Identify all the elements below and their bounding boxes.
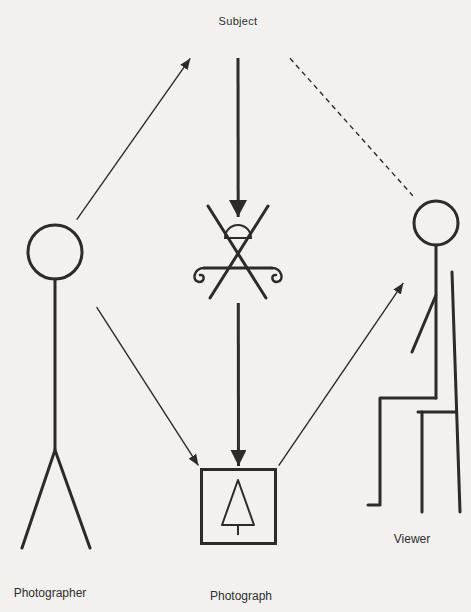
figure-label: Photographer: [14, 586, 87, 600]
dashed-link: [290, 58, 413, 196]
flow-arrow: [77, 58, 191, 219]
figure-label: Viewer: [394, 532, 430, 546]
head: [414, 201, 458, 245]
viewer-node: Viewer: [405, 198, 466, 528]
camera-bar: [204, 267, 272, 270]
viewer-figure: [368, 201, 460, 512]
arm: [412, 295, 436, 352]
scroll-curl: [194, 268, 204, 282]
ground-patch: [188, 217, 288, 303]
subject-node: Subject: [188, 6, 288, 56]
body: [435, 245, 438, 398]
tree-crown: [222, 480, 254, 525]
head: [28, 225, 82, 279]
photograph-box: Photograph: [200, 468, 277, 545]
chair-back: [452, 272, 460, 512]
figure-label: Photograph: [210, 589, 272, 603]
chair-leg: [421, 412, 424, 512]
camera-symbol: [194, 206, 281, 298]
chair-seat: [418, 411, 456, 414]
lens-eye: [225, 225, 251, 238]
tree-picture: [222, 480, 254, 535]
tree-trunk: [237, 525, 239, 535]
photographer-figure: [22, 225, 90, 548]
cross-line: [210, 206, 268, 298]
legs: [22, 450, 90, 548]
node-title: Subject: [219, 14, 258, 28]
flow-arrow: [279, 283, 404, 466]
arrow-head: [229, 200, 247, 217]
photographer-node: Photographer: [15, 222, 95, 552]
flow-arrow: [97, 307, 199, 465]
body: [54, 279, 57, 450]
legs: [368, 398, 436, 505]
cross-line: [208, 206, 266, 298]
scroll-curl: [272, 268, 282, 282]
